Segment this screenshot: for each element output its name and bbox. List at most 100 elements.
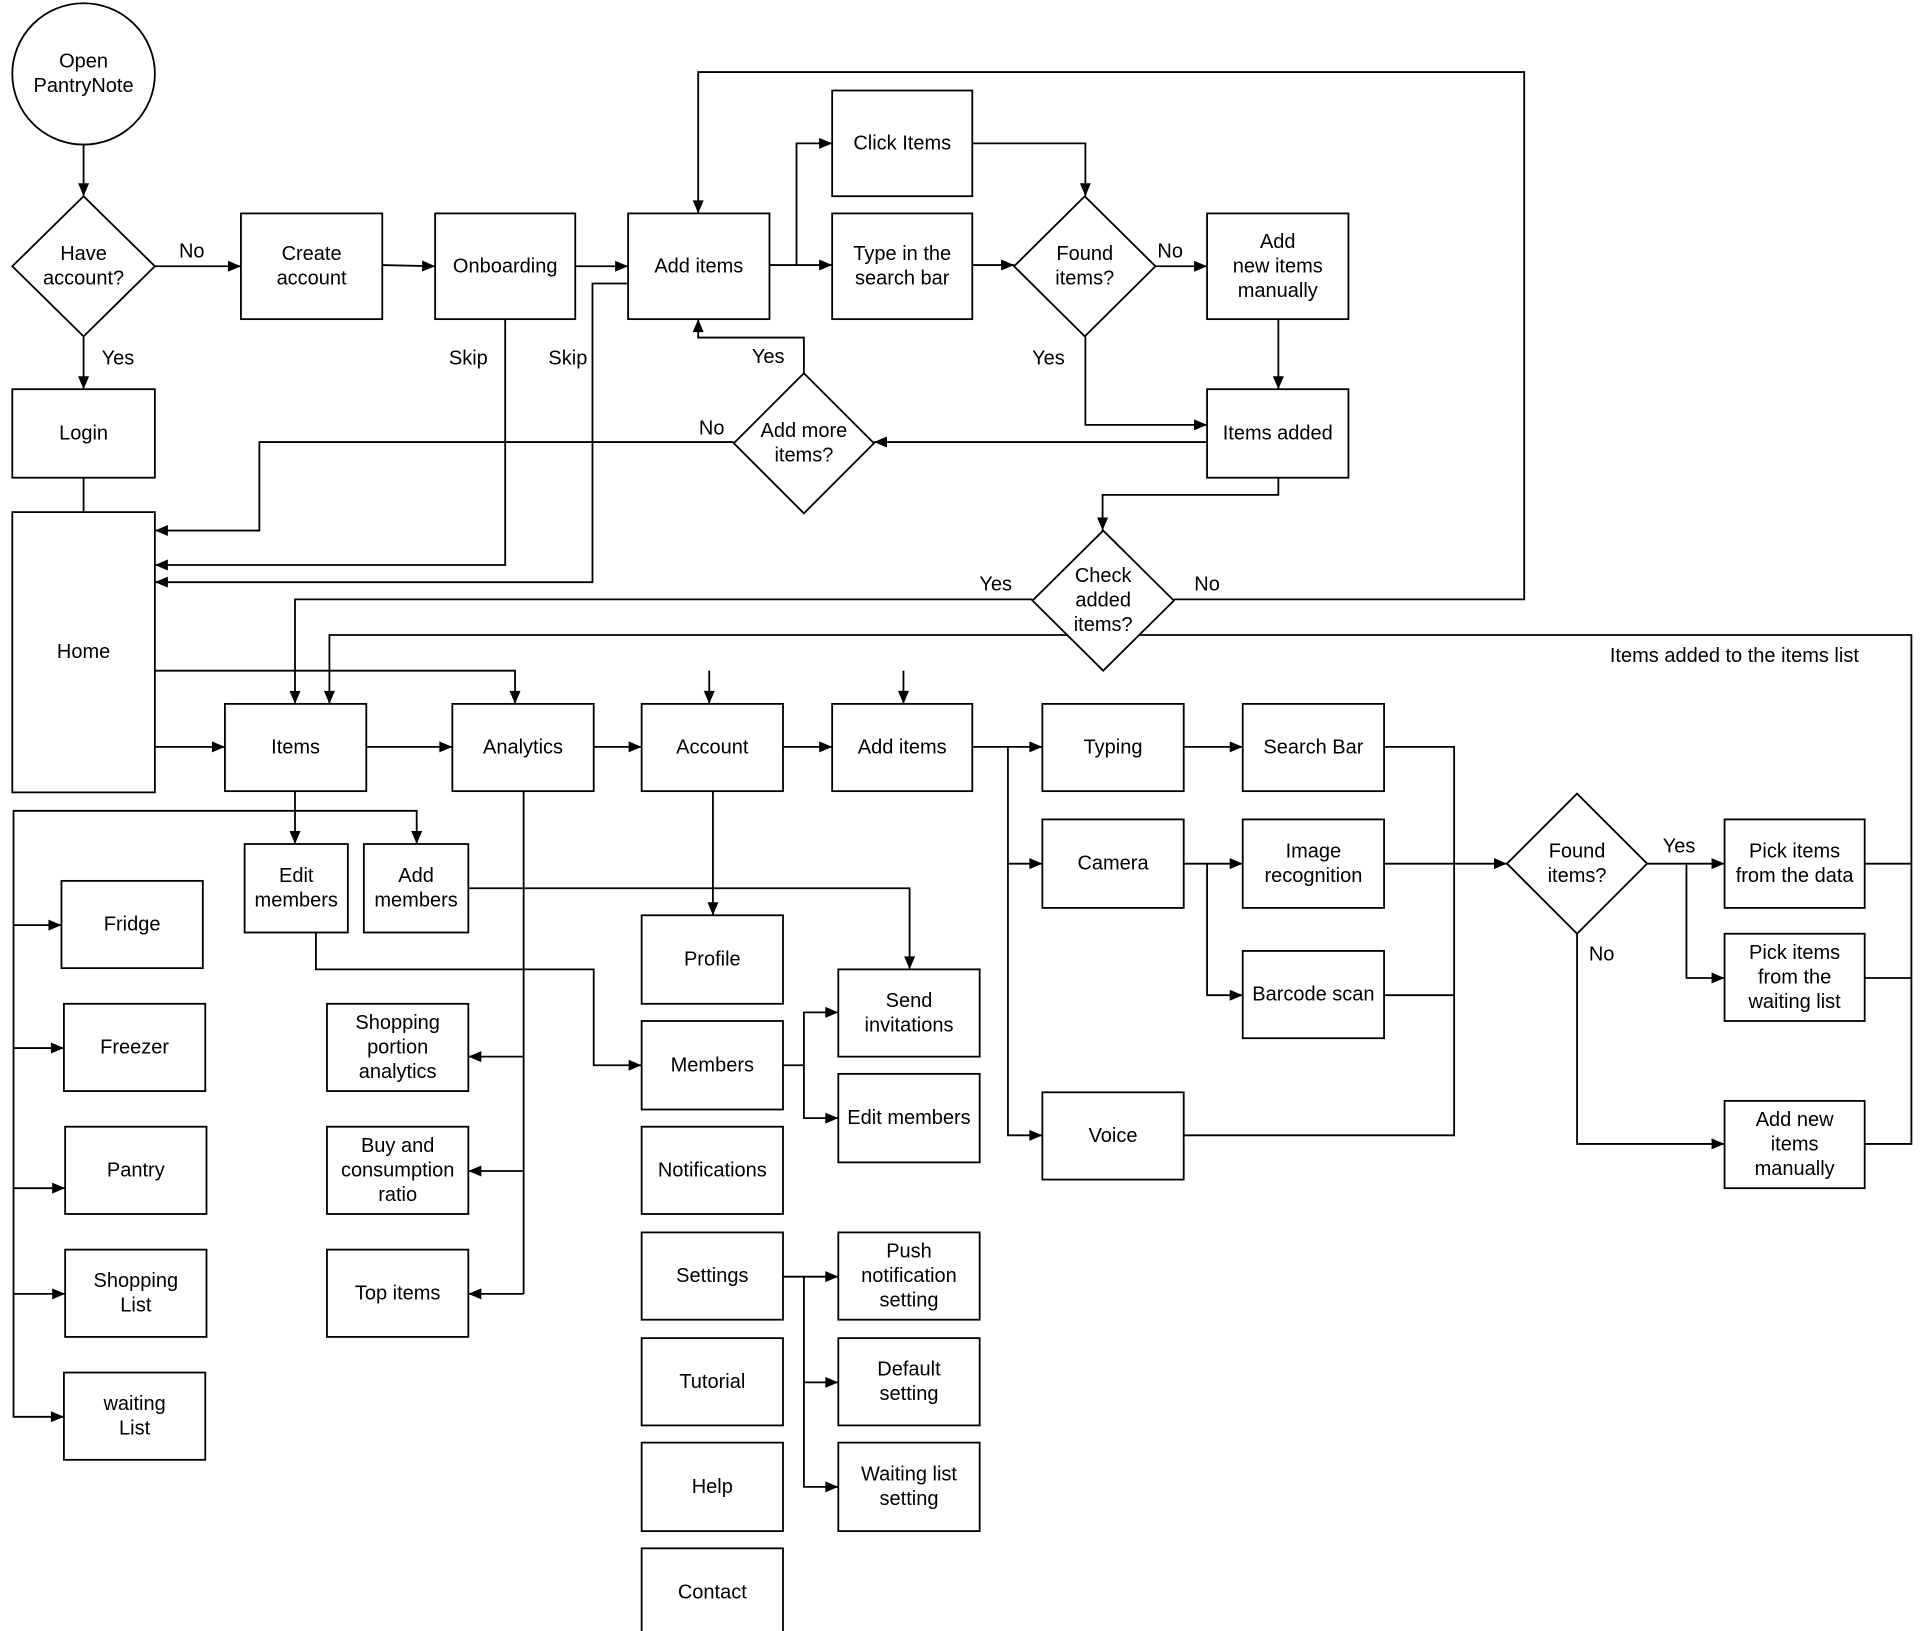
edge-addmore-no-to-home <box>154 441 734 532</box>
edge-members-to-sendinv <box>782 1011 839 1067</box>
node-freezer: Freezer <box>63 1002 207 1092</box>
edge-found-no-to-addmanual-arrowhead <box>1711 1138 1725 1150</box>
edge-click-to-found <box>972 142 1087 197</box>
node-help-label: Help <box>692 1476 733 1498</box>
node-push-setting-label: Push <box>886 1241 932 1263</box>
node-found-right: Found items? <box>1505 792 1649 936</box>
node-account-label: Account <box>676 737 749 759</box>
node-onboarding-label: Onboarding <box>453 255 558 277</box>
node-found-right-label: Found <box>1549 840 1606 862</box>
node-found-top-label: Found <box>1056 243 1113 265</box>
node-image-recog-box <box>1241 818 1385 909</box>
node-pick-waiting-label: waiting list <box>1747 991 1841 1013</box>
node-contact: Contact <box>640 1547 784 1631</box>
node-items-label: Items <box>271 737 320 759</box>
node-pantry-label: Pantry <box>107 1159 165 1181</box>
edge-create-to-onboarding-arrowhead <box>422 260 436 272</box>
edge-label-add-more-yes: Yes <box>752 346 785 368</box>
edge-items-to-waiting <box>12 1293 64 1418</box>
node-type-search-box <box>831 212 974 321</box>
node-search-bar-label: Search Bar <box>1263 737 1363 759</box>
node-shopping-list-label: List <box>120 1295 152 1317</box>
node-fridge: Fridge <box>60 879 204 970</box>
edge-check-no-to-additems <box>697 71 1526 601</box>
node-voice: Voice <box>1041 1091 1185 1181</box>
edge-addmore-yes-to-additems-arrowhead <box>692 319 704 333</box>
node-waiting-setting-label: setting <box>880 1488 939 1510</box>
edge-home-top-to-account-arrowhead <box>703 690 715 704</box>
node-found-right-diamond <box>1505 792 1649 936</box>
node-shopping-portion-label: portion <box>367 1036 428 1058</box>
edge-members-to-sendinv-arrowhead <box>825 1006 839 1018</box>
node-add-more-diamond <box>732 371 876 515</box>
node-fridge-box <box>60 879 204 970</box>
node-onboarding: Onboarding <box>434 212 577 321</box>
node-default-setting-box <box>837 1337 981 1427</box>
edge-additems-to-typing-arrowhead <box>1029 741 1043 753</box>
node-edit-members-2-box <box>837 1072 981 1164</box>
node-typing-label: Typing <box>1084 737 1143 759</box>
edge-additems-to-voice-arrowhead <box>1029 1129 1043 1141</box>
node-notifications-label: Notifications <box>658 1159 767 1181</box>
node-add-manual-top-label: manually <box>1238 280 1318 302</box>
node-check-added-label: items? <box>1074 614 1133 636</box>
edge-items-to-addmembers <box>295 809 418 844</box>
edge-label-items-added-to-list: Items added to the items list <box>1610 645 1859 667</box>
node-found-right-label: items? <box>1548 865 1607 887</box>
node-help-box <box>640 1441 784 1533</box>
node-add-manual-top-label: Add <box>1260 231 1296 253</box>
edge-found-yes-to-pickdata-arrowhead <box>1711 858 1725 870</box>
node-add-members-label: members <box>374 889 457 911</box>
node-barcode-label: Barcode scan <box>1252 984 1374 1006</box>
node-analytics: Analytics <box>451 702 595 793</box>
node-type-search-label: search bar <box>855 268 950 290</box>
edge-items-to-waiting-arrowhead <box>50 1411 64 1423</box>
edge-editmembers-to-members <box>315 932 642 1067</box>
node-members: Members <box>640 1020 784 1111</box>
node-profile: Profile <box>640 914 784 1005</box>
node-add-members-label: Add <box>398 865 434 887</box>
node-check-added-label: Check <box>1075 565 1133 587</box>
node-items-added: Items added <box>1206 388 1350 479</box>
node-typing-box <box>1041 702 1185 793</box>
edge-onboarding-to-additems-arrowhead <box>615 260 629 272</box>
edge-label-have-no: No <box>179 241 205 263</box>
edge-found-no-to-addmanual <box>1576 933 1725 1145</box>
node-members-box <box>640 1020 784 1111</box>
node-home-label: Home <box>57 641 110 663</box>
node-edit-members-2-label: Edit members <box>847 1107 970 1129</box>
node-fridge-label: Fridge <box>104 914 161 936</box>
node-top-items-label: Top items <box>355 1282 441 1304</box>
node-pick-waiting-box <box>1723 932 1866 1022</box>
node-push-setting-box <box>837 1231 981 1321</box>
node-camera: Camera <box>1041 818 1185 909</box>
node-settings-label: Settings <box>676 1265 748 1287</box>
node-shopping-list-box <box>64 1248 208 1338</box>
edge-camera-to-barcode <box>1206 863 1243 997</box>
node-settings-box <box>640 1231 784 1321</box>
edge-home-top-to-additems-arrowhead <box>897 690 909 704</box>
node-default-setting-label: setting <box>880 1383 939 1405</box>
node-add-manual-right-label: items <box>1771 1134 1819 1156</box>
node-home: Home <box>11 511 156 794</box>
node-pick-data-label: from the data <box>1736 865 1855 887</box>
edge-found-no-to-manual-arrowhead <box>1194 260 1208 272</box>
node-items-box <box>224 702 368 793</box>
node-add-manual-right-label: Add new <box>1756 1109 1834 1131</box>
edge-label-found-top-no: No <box>1157 241 1183 263</box>
node-send-invitations-label: invitations <box>865 1014 954 1036</box>
node-search-bar: Search Bar <box>1241 702 1385 793</box>
edge-items-to-editmembers-arrowhead <box>289 830 301 844</box>
edge-label-found-right-yes: Yes <box>1663 835 1696 857</box>
node-add-items-mid-box <box>831 702 974 793</box>
